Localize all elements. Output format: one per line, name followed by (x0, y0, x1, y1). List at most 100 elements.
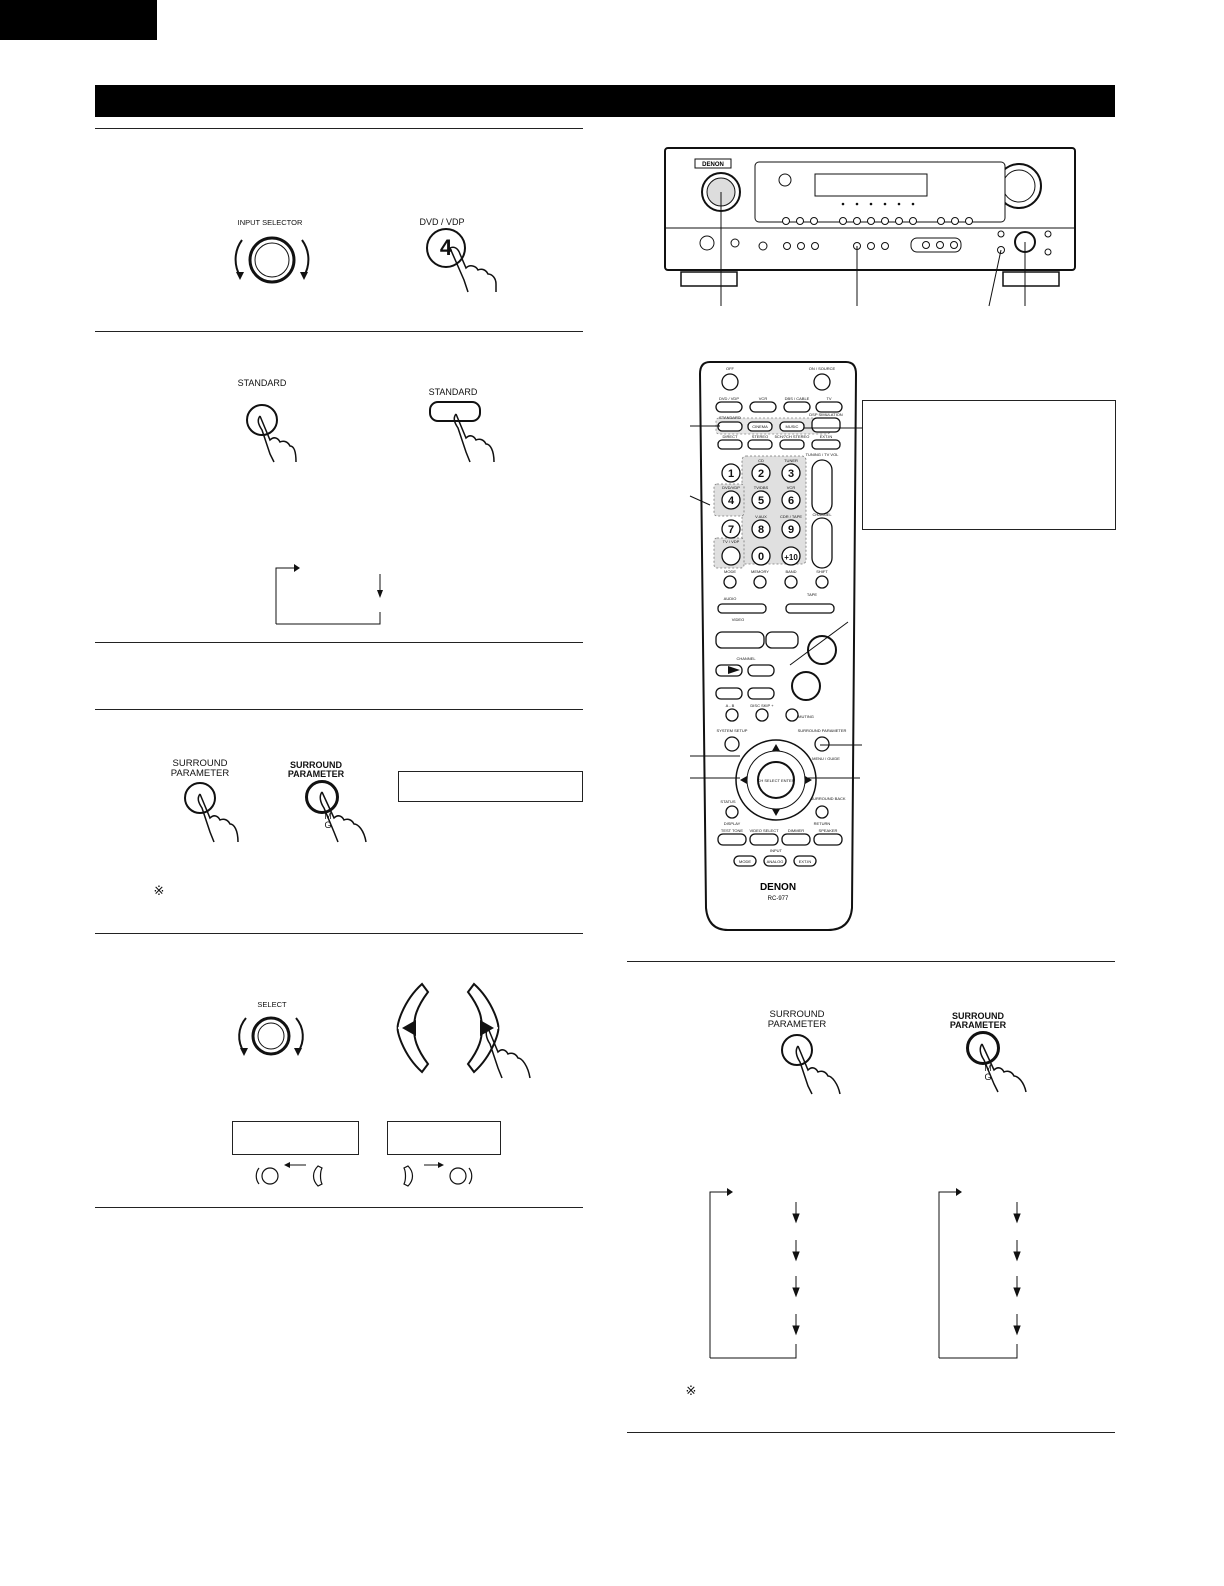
select-knob-icon[interactable] (232, 1008, 310, 1066)
remote-key-4[interactable]: 4 (728, 495, 735, 507)
standard-label-right: STANDARD (428, 387, 478, 397)
section-rule (627, 1432, 1115, 1433)
surround-parameter-button[interactable] (184, 782, 216, 814)
input-selector-label: INPUT SELECTOR (237, 218, 303, 227)
cursor-right-button-icon[interactable] (464, 982, 504, 1074)
remote-display-label: DISPLAY (724, 821, 741, 826)
remote-cdr-label: CDR / TAPE (780, 514, 802, 519)
surround-parameter-button-alt[interactable] (305, 780, 339, 814)
remote-status-label: STATUS (720, 799, 736, 804)
remote-dbs-label: DBS / CABLE (785, 396, 810, 401)
remote-key-1[interactable]: 1 (728, 468, 734, 480)
note-mark-2: ※ (685, 1383, 697, 1398)
direction-hint-left-icon (255, 1162, 323, 1187)
remote-analog-label: ANALOG (767, 859, 784, 864)
display-panel-right (387, 1121, 501, 1155)
remote-channel2-label: CHANNEL (736, 656, 756, 661)
mode-cycle-arrows (275, 564, 383, 625)
section-rule (95, 331, 583, 332)
pressing-hand-icon (485, 1027, 531, 1079)
display-panel-left (232, 1121, 359, 1155)
pressing-hand-icon (795, 1045, 841, 1095)
remote-callouts (689, 425, 864, 779)
dvd-vdp-digit: 4 (439, 235, 453, 260)
remote-cinema-label: CINEMA (752, 424, 768, 429)
display-panel (398, 771, 583, 802)
remote-ab-label: A - B (726, 703, 735, 708)
remote-dimmer-label: DIMMER (788, 828, 804, 833)
surround-parameter-label-left: SURROUND PARAMETER (170, 758, 230, 779)
surround-parameter-label-right-2: SURROUND PARAMETER (949, 1011, 1007, 1031)
section-rule (95, 933, 583, 934)
direction-hint-right-icon (403, 1162, 473, 1187)
remote-music-label: MUSIC (786, 424, 799, 429)
remote-vcr-label: VCR (759, 396, 768, 401)
remote-vcr2-label: VCR (787, 485, 796, 490)
remote-vaux-label: V.AUX (755, 514, 767, 519)
remote-system-setup-label: SYSTEM SETUP (717, 728, 748, 733)
section-rule (627, 961, 1115, 962)
select-knob-label: SELECT (257, 1000, 287, 1009)
remote-key-2[interactable]: 2 (758, 468, 764, 480)
remote-off-label: OFF (726, 366, 735, 371)
pressing-hand-icon (979, 1043, 1027, 1093)
dvd-vdp-label: DVD / VDP (419, 217, 465, 227)
cursor-left-button-icon[interactable] (392, 982, 432, 1074)
remote-model: RC-977 (768, 896, 789, 902)
remote-input-extin-label: EXT.IN (799, 859, 812, 864)
remote-muting-label: MUTING (798, 714, 814, 719)
remote-stereo-label: STEREO (752, 434, 768, 439)
remote-video-label: VIDEO (732, 617, 744, 622)
remote-tape-label: TAPE (807, 592, 817, 597)
remote-on-source-label: ON / SOURCE (809, 366, 836, 371)
section-rule (95, 128, 583, 129)
remote-key-0[interactable]: 0 (758, 551, 764, 563)
dvd-vdp-button[interactable]: 4 (426, 228, 466, 268)
remote-direct-label: DIRECT (723, 434, 738, 439)
remote-key-3[interactable]: 3 (788, 468, 794, 480)
remote-key-7[interactable]: 7 (728, 524, 734, 536)
remote-band-label: BAND (785, 569, 796, 574)
remote-key-plus10[interactable]: +10 (784, 553, 798, 562)
remote-standard-label: STANDARD (719, 415, 741, 420)
pressing-hand-icon (257, 415, 297, 463)
parameter-cycle-right (938, 1188, 1021, 1359)
note-mark: ※ (153, 883, 165, 898)
remote-key-5[interactable]: 5 (758, 495, 764, 507)
remote-dvd-label: DVD / VDP (719, 396, 739, 401)
standard-label-left: STANDARD (237, 378, 287, 388)
pressing-hand-icon (449, 246, 497, 293)
remote-tv-label: TV (826, 396, 831, 401)
remote-5ch-label: 5CH/7CH STEREO (775, 434, 810, 439)
pressing-hand-icon (453, 413, 495, 463)
remote-tuner-label: TUNER (784, 458, 798, 463)
remote-cd-label: CD (758, 458, 764, 463)
parameter-cycle-left (709, 1188, 800, 1359)
pressing-hand-icon (319, 791, 367, 843)
remote-control: 1 2 3 4 5 6 7 8 9 0 +10 OFF ON / SOURCE … (698, 361, 858, 931)
pressing-hand-icon (197, 793, 239, 843)
remote-mode-label: MODE (724, 569, 736, 574)
remote-test-tone-label: TEST TONE (721, 828, 744, 833)
remote-tvdbs-label: TV/DBS (754, 485, 769, 490)
remote-shift-label: SHIFT (816, 569, 828, 574)
corner-tab (0, 0, 157, 40)
remote-memory-label: MEMORY (751, 569, 769, 574)
remote-key-6[interactable]: 6 (788, 495, 794, 507)
remote-tuning-label: TUNING / TV VOL (806, 452, 840, 457)
remote-key-9[interactable]: 9 (788, 524, 794, 536)
input-selector-knob-icon[interactable] (226, 226, 318, 294)
remote-key-8[interactable]: 8 (758, 524, 764, 536)
remote-dsp-label: DSP SIMULATION (809, 412, 843, 417)
remote-extin-label: EXT.IN (820, 434, 833, 439)
remote-tvvdp-label: TV / VDP (723, 539, 740, 544)
remote-brand: DENON (760, 882, 796, 893)
receiver-front-panel: DENON (664, 147, 1076, 307)
remote-input-label: INPUT (770, 848, 783, 853)
section-rule (95, 709, 583, 710)
surround-parameter-label-right: SURROUND PARAMETER (287, 760, 345, 780)
section-rule (95, 1207, 583, 1208)
title-bar (95, 85, 1115, 117)
remote-surround-parameter-label: SURROUND PARAMETER (798, 728, 847, 733)
section-rule (95, 642, 583, 643)
